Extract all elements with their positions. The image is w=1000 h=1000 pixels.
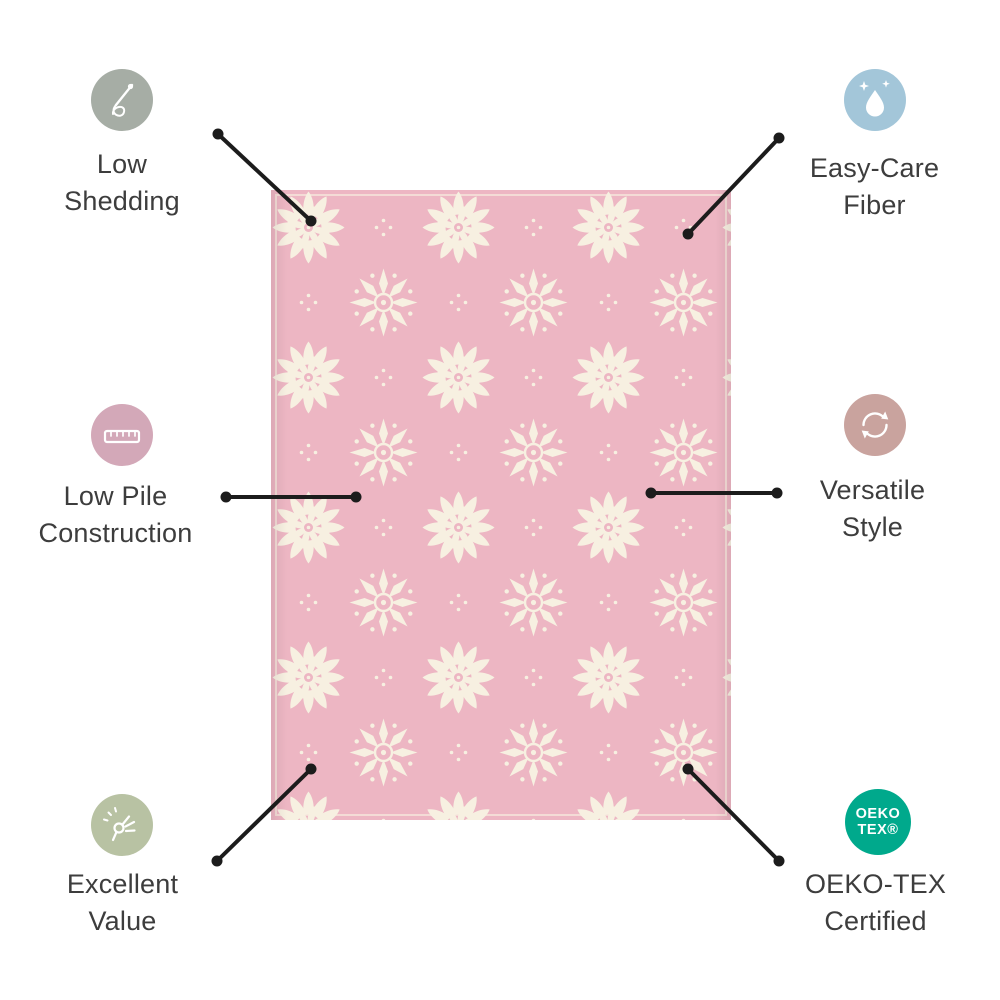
feature-label-line: Fiber [843,190,906,220]
feature-label-line: Low [96,149,148,179]
ruler-icon [91,404,153,466]
feature-label-line: Value [88,906,157,936]
feature-label-line: Shedding [64,186,180,216]
oeko-badge-line: TEX® [857,822,899,838]
feature-label-line: Excellent [66,869,179,899]
feature-label-low-pile-construction: Low Pile Construction [8,478,223,552]
feature-label-line: Certified [824,906,927,936]
feature-label-excellent-value: Excellent Value [15,866,230,940]
finger-snap-icon [91,794,153,856]
feature-label-line: OEKO-TEX [804,869,947,899]
feature-label-line: Construction [38,518,193,548]
feature-label-easy-care-fiber: Easy-Care Fiber [772,150,977,224]
cycle-arrows-icon [844,394,906,456]
feature-label-low-shedding: Low Shedding [22,146,222,220]
feature-label-line: Low Pile [63,481,168,511]
feature-label-oeko-tex-certified: OEKO-TEX Certified [768,866,983,940]
feature-label-line: Style [841,512,904,542]
rug-image [270,190,732,820]
oeko-badge-line: OEKO [855,806,901,822]
rug-pattern-svg [271,190,731,820]
feature-label-line: Versatile [819,475,926,505]
needle-thread-icon [91,69,153,131]
feature-label-line: Easy-Care [809,153,940,183]
water-drop-sparkle-icon [844,69,906,131]
oeko-tex-badge: OEKO TEX® [845,789,911,855]
feature-label-versatile-style: Versatile Style [765,472,980,546]
